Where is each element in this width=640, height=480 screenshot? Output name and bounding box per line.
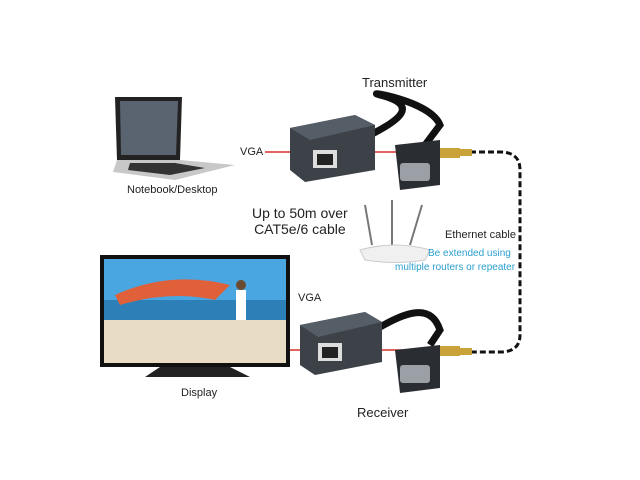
vga-label-top: VGA xyxy=(240,146,264,158)
transmitter-device xyxy=(290,90,460,190)
distance-note: Up to 50m over CAT5e/6 cable xyxy=(252,205,348,237)
receiver-label: Receiver xyxy=(357,405,409,420)
transmitter-label: Transmitter xyxy=(362,75,428,90)
display-tv xyxy=(100,255,290,377)
display-label: Display xyxy=(181,387,218,399)
distance-line1: Up to 50m over xyxy=(252,205,348,221)
receiver-device xyxy=(300,309,460,393)
ethernet-label: Ethernet cable xyxy=(445,229,516,241)
laptop-icon xyxy=(113,97,235,180)
distance-line2: CAT5e/6 cable xyxy=(254,221,346,237)
ethernet-cable xyxy=(470,150,522,354)
router-icon xyxy=(359,200,431,263)
vga-label-bottom: VGA xyxy=(298,292,322,304)
extend-line1: Be extended using xyxy=(428,248,511,259)
notebook-label: Notebook/Desktop xyxy=(127,184,218,196)
extend-line2: multiple routers or repeater xyxy=(395,262,516,273)
